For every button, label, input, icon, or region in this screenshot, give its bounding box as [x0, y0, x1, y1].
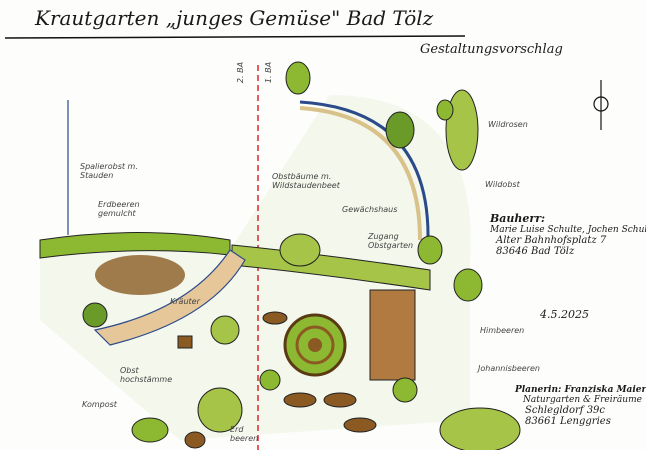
greenhouse [369, 289, 416, 381]
trees [82, 61, 521, 450]
phase-1-label: 1. BA [264, 61, 274, 84]
plan-date: 4.5.2025 [540, 308, 589, 321]
planner-city: 83661 Lenggries [525, 416, 611, 427]
planner-block: Planerin: Franziska Maier Naturgarten & … [515, 385, 646, 427]
vegetable-beds [177, 311, 377, 449]
arc-path-fill [299, 106, 422, 241]
planner-street: Schlegldorf 39c [525, 405, 606, 416]
north-arrow-icon [593, 80, 609, 130]
curved-path [93, 249, 246, 346]
client-names: Marie Luise Schulte, Jochen Schulte [490, 225, 646, 235]
label-erdbeeren: Erdbeeren gemulcht [98, 200, 140, 218]
plan-subtitle: Gestaltungsvorschlag [420, 42, 563, 57]
phase-2-label: 2. BA [236, 61, 246, 84]
client-heading: Bauherr: [490, 212, 546, 225]
label-spalierobst: Spalierobst m. Stauden [80, 162, 138, 180]
label-obsthochstaemme: Obst hochstämme [120, 366, 173, 384]
label-wildrosen: Wildrosen [488, 120, 528, 129]
planner-company: Naturgarten & Freiräume [523, 395, 642, 405]
client-city: 83646 Bad Tölz [496, 246, 575, 257]
label-kompost: Kompost [82, 400, 117, 409]
label-himbeeren: Himbeeren [480, 326, 525, 335]
label-kraeuter: Kräuter [170, 297, 200, 306]
planner-name: Planerin: Franziska Maier [515, 385, 646, 395]
label-beeren: Erd beeren [230, 425, 259, 443]
title-underline [4, 35, 466, 39]
client-street: Alter Bahnhofsplatz 7 [496, 235, 607, 246]
client-block: Bauherr: Marie Luise Schulte, Jochen Sch… [490, 212, 646, 257]
label-gewaechshaus: Gewächshaus [342, 205, 398, 214]
label-zugang: Zugang Obstgarten [368, 232, 414, 250]
label-johannisbeeren: Johannisbeeren [478, 364, 540, 373]
label-wildobst: Wildobst [485, 180, 520, 189]
plan-title: Krautgarten „junges Gemüse" Bad Tölz [35, 6, 434, 30]
raised-bed [95, 255, 185, 295]
label-obstbaeume: Obstbäume m. Wildstaudenbeet [272, 172, 340, 190]
